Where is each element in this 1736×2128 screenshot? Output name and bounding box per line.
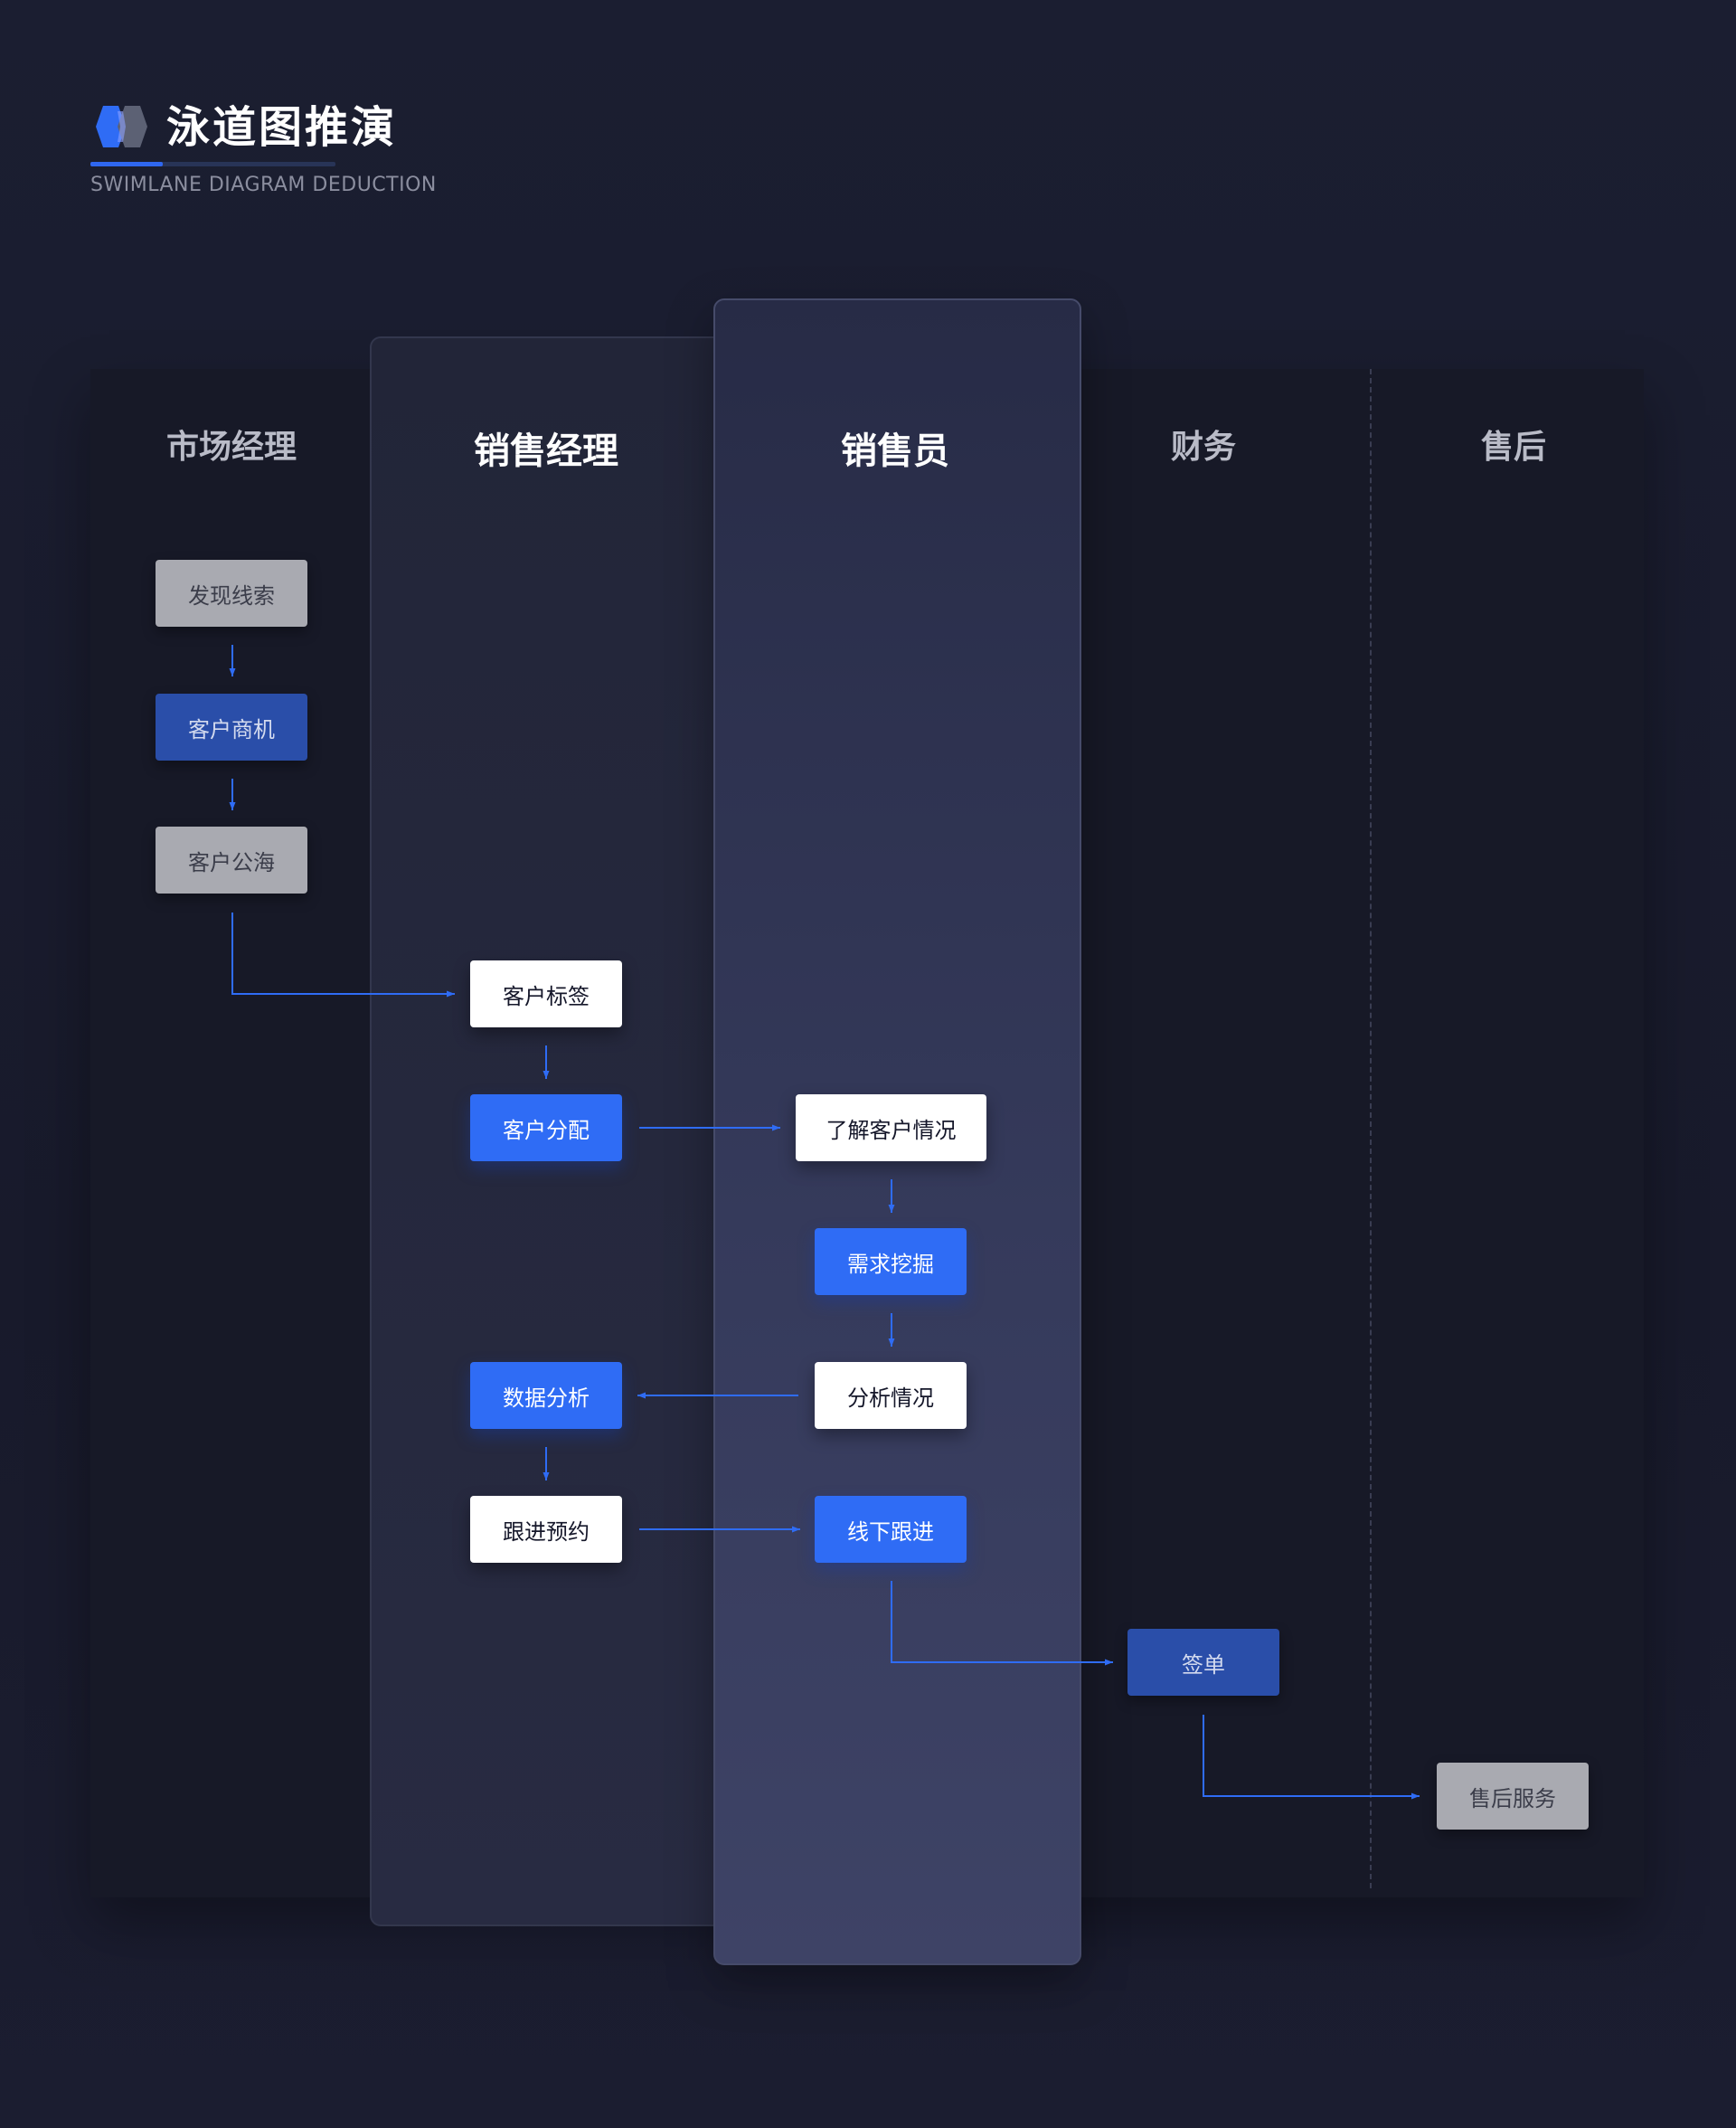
lane-header-salesperson: 销售员	[841, 430, 949, 472]
node-data-analysis[interactable]: 数据分析	[470, 1362, 622, 1429]
node-customer-tag[interactable]: 客户标签	[470, 960, 622, 1027]
page-title: 泳道图推演	[166, 102, 398, 153]
node-needs-discovery[interactable]: 需求挖掘	[815, 1228, 967, 1295]
node-sign-contract[interactable]: 签单	[1127, 1629, 1279, 1696]
title-underline-accent	[90, 162, 163, 166]
node-follow-up-appointment[interactable]: 跟进预约	[470, 1496, 622, 1563]
node-customer-assignment[interactable]: 客户分配	[470, 1094, 622, 1161]
node-discover-lead[interactable]: 发现线索	[156, 560, 307, 627]
node-after-sales-service[interactable]: 售后服务	[1437, 1763, 1589, 1830]
node-understand-customer[interactable]: 了解客户情况	[796, 1094, 986, 1161]
lane-divider	[1370, 369, 1372, 1888]
hexagon-logo-icon	[96, 106, 147, 147]
page-subtitle: SWIMLANE DIAGRAM DEDUCTION	[90, 174, 437, 196]
node-offline-follow-up[interactable]: 线下跟进	[815, 1496, 967, 1563]
node-analyze-situation[interactable]: 分析情况	[815, 1362, 967, 1429]
node-customer-pool[interactable]: 客户公海	[156, 827, 307, 894]
lane-header-after-sales: 售后	[1480, 429, 1546, 466]
lane-header-market-manager: 市场经理	[165, 429, 297, 466]
node-customer-opportunity[interactable]: 客户商机	[156, 694, 307, 761]
title-underline	[90, 162, 335, 166]
lane-header-finance: 财务	[1170, 429, 1236, 466]
lane-header-sales-manager: 销售经理	[474, 430, 618, 472]
